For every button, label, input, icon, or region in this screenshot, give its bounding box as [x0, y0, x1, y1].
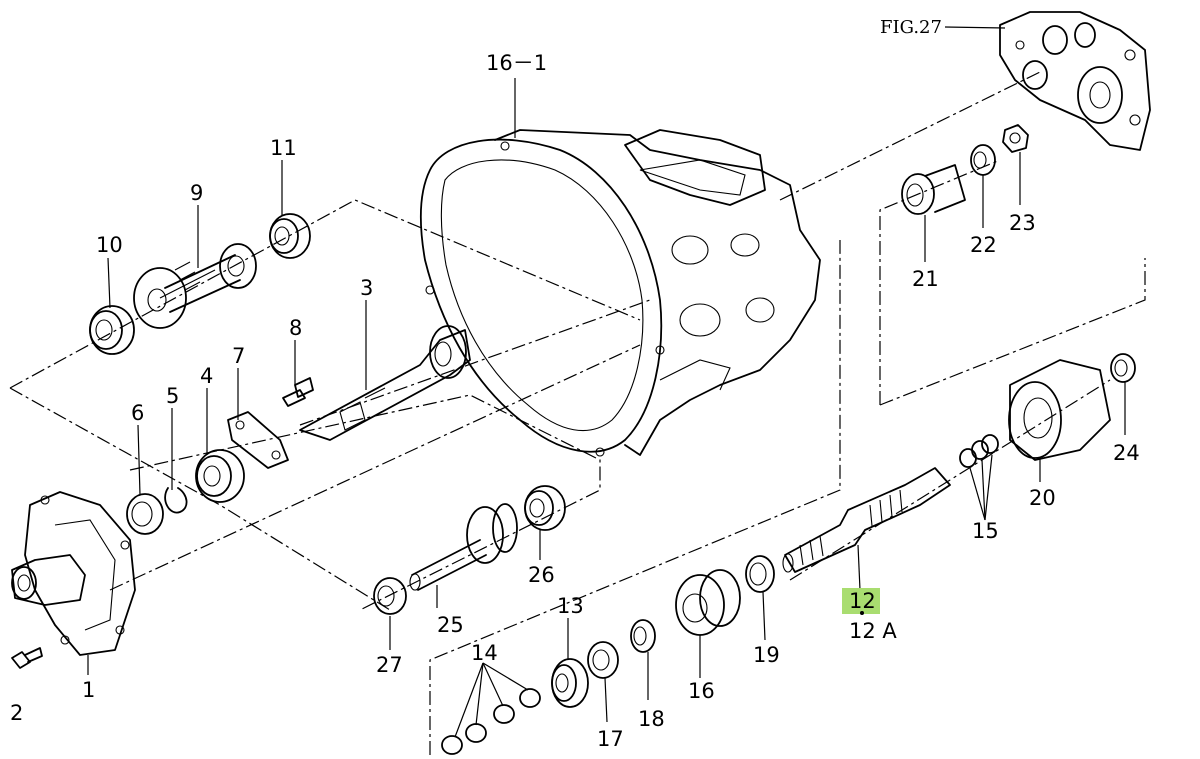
label-22[interactable]: 22 — [970, 233, 997, 257]
label-16[interactable]: 16 — [688, 679, 715, 703]
part-12-highlight — [842, 588, 880, 614]
label-10[interactable]: 10 — [96, 233, 123, 257]
label-8[interactable]: 8 — [289, 316, 302, 340]
part-27-bearing — [373, 577, 407, 615]
label-4[interactable]: 4 — [200, 364, 213, 388]
part-13-bearing — [551, 658, 589, 708]
part-26-bearing — [524, 485, 566, 531]
label-19[interactable]: 19 — [753, 643, 780, 667]
part-17-washer — [587, 641, 619, 679]
label-20[interactable]: 20 — [1029, 486, 1056, 510]
label-27[interactable]: 27 — [376, 653, 403, 677]
part-7-plate — [227, 411, 289, 469]
label-17[interactable]: 17 — [597, 727, 624, 751]
label-6[interactable]: 6 — [131, 401, 144, 425]
part-14-rings — [441, 688, 541, 755]
label-7[interactable]: 7 — [232, 344, 245, 368]
part-21-bearing — [901, 164, 966, 215]
leader-lines — [87, 26, 1126, 738]
label-9[interactable]: 9 — [190, 181, 203, 205]
part-18-needle-bearing — [630, 619, 656, 653]
part-5-circlip — [164, 487, 188, 514]
label-14[interactable]: 14 — [471, 641, 498, 665]
part-16-gear — [675, 569, 741, 636]
label-11[interactable]: 11 — [270, 136, 297, 160]
part-24-washer — [1110, 353, 1136, 383]
part-2-bolt — [11, 647, 43, 669]
label-3[interactable]: 3 — [360, 276, 373, 300]
label-16-1[interactable]: 16－1 — [486, 51, 547, 75]
label-2[interactable]: 2 — [10, 701, 23, 725]
part-12-mainshaft — [782, 467, 951, 573]
part-10-bearing — [89, 305, 135, 355]
label-18[interactable]: 18 — [638, 707, 665, 731]
label-1[interactable]: 1 — [82, 678, 95, 702]
part-6-seal — [126, 493, 164, 535]
part-22-needle-bearing — [970, 144, 996, 176]
part-4-bearing — [195, 449, 245, 503]
label-24[interactable]: 24 — [1113, 441, 1140, 465]
label-13[interactable]: 13 — [557, 594, 584, 618]
assembly-lines — [9, 71, 1146, 755]
label-15[interactable]: 15 — [972, 519, 999, 543]
transmission-housing — [419, 129, 821, 457]
part-8-bolt — [282, 377, 314, 407]
label-25[interactable]: 25 — [437, 613, 464, 637]
label-5[interactable]: 5 — [166, 384, 179, 408]
label-12a[interactable]: 12 A — [849, 619, 897, 643]
label-21[interactable]: 21 — [912, 267, 939, 291]
part-20-synchro-hub — [1008, 359, 1111, 461]
label-26[interactable]: 26 — [528, 563, 555, 587]
label-fig27[interactable]: FIG.27 — [880, 17, 942, 38]
part-23-nut — [1002, 124, 1029, 153]
part-9-shaft — [133, 243, 257, 329]
part-labels[interactable]: FIG.27 16－1 11 9 10 8 3 7 4 5 6 1 2 25 2… — [10, 17, 1140, 751]
part-11-bearing — [269, 213, 311, 259]
part-3-input-shaft — [299, 325, 471, 441]
part-12a-dot — [860, 611, 864, 615]
part-25-countershaft — [409, 503, 518, 591]
part-19-washer — [745, 555, 775, 593]
fig27-case — [999, 11, 1151, 151]
part-15-rings — [959, 434, 999, 468]
part-1-front-cover — [11, 491, 136, 656]
label-12[interactable]: 12 — [849, 589, 876, 613]
label-23[interactable]: 23 — [1009, 211, 1036, 235]
